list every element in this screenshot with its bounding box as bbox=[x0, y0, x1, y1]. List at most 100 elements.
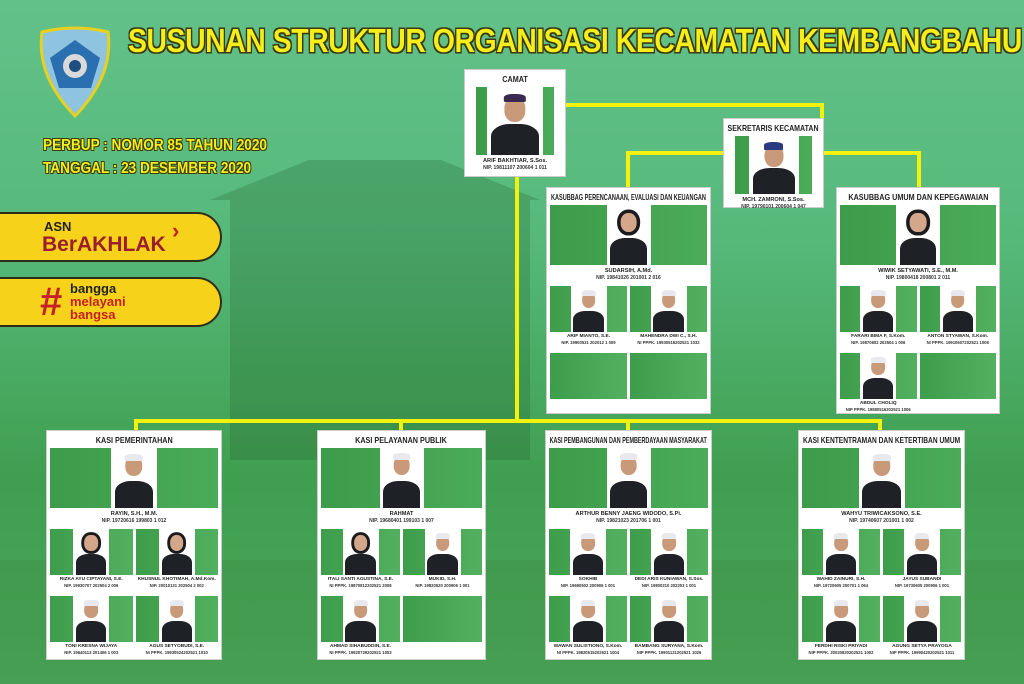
person-name: RAHMAT bbox=[389, 511, 414, 517]
person-photo bbox=[860, 286, 897, 332]
photo-area bbox=[50, 448, 218, 508]
photo-area bbox=[549, 448, 708, 508]
photo-body bbox=[899, 238, 937, 265]
connector-line bbox=[917, 151, 921, 188]
photo-body bbox=[752, 167, 795, 194]
headwear bbox=[833, 533, 849, 539]
person-photo bbox=[379, 448, 424, 508]
photo-head bbox=[125, 456, 143, 477]
photo-area bbox=[550, 286, 627, 332]
pembangunan-card: KASI PEMBANGUNAN DAN PEMBERDAYAAN MASYAR… bbox=[545, 430, 712, 660]
person-photo bbox=[73, 596, 110, 642]
person-photo bbox=[823, 596, 859, 642]
melayani-label: melayani bbox=[70, 294, 126, 309]
photo-area bbox=[840, 286, 917, 332]
photo-area bbox=[630, 353, 707, 399]
person-photo bbox=[651, 596, 687, 642]
staff-nip: NI PPPK. 19920729202521 1003 bbox=[329, 650, 392, 655]
person-photo bbox=[73, 529, 110, 575]
staff-name: AGUNG SETYA PRAYOGA bbox=[892, 644, 952, 649]
photo-body bbox=[573, 311, 604, 332]
person-photo bbox=[158, 596, 195, 642]
photo-head bbox=[620, 212, 637, 233]
staff-member: AHMAD SIHABUDDIN, S.E.NI PPPK. 199207292… bbox=[321, 596, 400, 660]
photo-head bbox=[915, 535, 929, 552]
photo-body bbox=[345, 554, 376, 575]
person-photo bbox=[342, 596, 379, 642]
photo-head bbox=[84, 535, 99, 552]
photo-head bbox=[169, 535, 184, 552]
staff-nip: NIP. 19820520 200906 1 001 bbox=[415, 583, 470, 588]
person-photo bbox=[748, 136, 799, 194]
photo-body bbox=[863, 311, 894, 332]
staff-nip: NIP. 19720605 200701 1 064 bbox=[813, 583, 869, 588]
staff-name: FARARI BIMA F, S.Kom. bbox=[851, 334, 906, 339]
person-nip: NIP. 19790101 200604 1 047 bbox=[741, 204, 806, 210]
photo-body bbox=[825, 554, 857, 575]
card-title: KASI PEMERINTAHAN bbox=[95, 435, 173, 445]
photo-area bbox=[550, 205, 707, 265]
photo-head bbox=[620, 455, 637, 476]
staff-name: WAHID ZAINURI, S.H. bbox=[816, 577, 866, 582]
staff-nip: NIP. 20010131 202504 2 002 bbox=[149, 583, 204, 588]
headwear bbox=[84, 600, 99, 606]
staff-grid: WAHID ZAINURI, S.H.NIP. 19720605 200701 … bbox=[802, 529, 961, 660]
headwear bbox=[580, 533, 596, 539]
connector-line bbox=[823, 151, 921, 155]
photo-area bbox=[321, 529, 400, 575]
headwear bbox=[353, 600, 368, 606]
photo-body bbox=[383, 481, 420, 508]
person-photo bbox=[158, 529, 195, 575]
photo-area bbox=[549, 596, 627, 642]
staff-member: AGUS SETYOBUDI, S.E.NI PPPK. 19930524202… bbox=[135, 596, 218, 660]
person-photo bbox=[651, 529, 687, 575]
staff-member: WAHID ZAINURI, S.H.NIP. 19720605 200701 … bbox=[802, 529, 880, 593]
card-title-row: KASI PELAYANAN PUBLIK bbox=[321, 433, 482, 448]
photo-body bbox=[863, 378, 894, 399]
photo-area bbox=[919, 353, 996, 399]
photo-head bbox=[581, 602, 595, 619]
staff-member: FARARI BIMA F, S.Kom.NIP. 19870602 20250… bbox=[840, 286, 917, 350]
person-photo bbox=[570, 286, 607, 332]
staff-nip: NIP PPPK. 19990420202521 1011 bbox=[889, 650, 955, 655]
photo-area bbox=[403, 529, 482, 575]
connector-line bbox=[820, 103, 824, 119]
photo-head bbox=[834, 535, 848, 552]
card-title: KASI PELAYANAN PUBLIK bbox=[355, 435, 448, 445]
person-photo bbox=[111, 448, 157, 508]
headwear bbox=[619, 453, 638, 460]
connector-line bbox=[399, 419, 403, 431]
photo-head bbox=[169, 602, 184, 619]
photo-area bbox=[630, 286, 707, 332]
staff-member: ANTON STYAWAN, S.Kom.NI PPPK. 1991060720… bbox=[919, 286, 996, 350]
photo-body bbox=[427, 554, 458, 575]
person-photo bbox=[904, 529, 940, 575]
staff-nip: NIP PPPK. 19901121202521 1026 bbox=[636, 650, 702, 655]
photo-body bbox=[942, 311, 973, 332]
photo-head bbox=[909, 212, 927, 233]
connector-line bbox=[134, 419, 138, 431]
asn-berakhlak-badge: ASN BerAKHLAK › bbox=[0, 212, 222, 262]
staff-name: ARIF MIANTO, S.E. bbox=[566, 334, 611, 339]
connector-line bbox=[515, 176, 519, 422]
staff-name: MUKID, S.H. bbox=[428, 577, 457, 582]
headwear bbox=[914, 600, 930, 606]
berakhlak-label: BerAKHLAK bbox=[42, 233, 166, 256]
headwear bbox=[871, 357, 886, 363]
photo-body bbox=[491, 124, 539, 155]
photo-area bbox=[883, 529, 961, 575]
photo-area bbox=[321, 448, 482, 508]
staff-name: KHUSNUL KHOTIMAH, A.Md.Kom. bbox=[137, 577, 216, 582]
headwear bbox=[871, 290, 886, 296]
photo-body bbox=[345, 621, 376, 642]
headwear bbox=[581, 290, 596, 296]
card-title: KASUBBAG UMUM DAN KEPEGAWAIAN bbox=[847, 192, 989, 202]
photo-head bbox=[435, 535, 450, 552]
person-photo bbox=[939, 286, 976, 332]
photo-head bbox=[661, 292, 676, 309]
